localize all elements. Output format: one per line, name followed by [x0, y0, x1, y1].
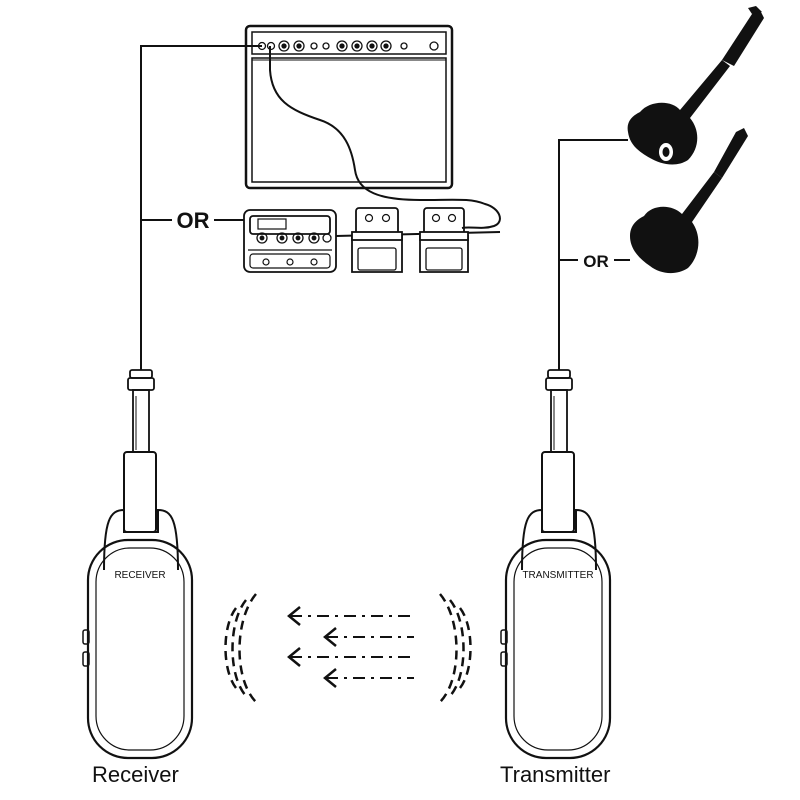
- transmitter-cable: [558, 139, 628, 370]
- signal-waves-icon: [439, 593, 472, 703]
- or-label-right: OR: [583, 252, 609, 271]
- transmitter-device-label: TRANSMITTER: [522, 570, 593, 581]
- multi-effects-pedal-icon: [243, 209, 337, 273]
- electric-guitar-icon: [630, 128, 748, 274]
- receiver-cable: [140, 45, 262, 370]
- amplifier-icon: [244, 24, 454, 190]
- receiver-device: [82, 369, 194, 760]
- signal-waves-icon: [224, 593, 257, 703]
- receiver-caption: Receiver: [92, 762, 179, 787]
- transmitter-caption: Transmitter: [500, 762, 611, 787]
- receiver-device-label: RECEIVER: [114, 570, 165, 581]
- transmitter-device: [500, 369, 612, 760]
- amp-to-pedal-cable: [269, 46, 501, 229]
- signal-arrows-icon: [287, 606, 414, 688]
- electric-guitar-icon: [627, 6, 764, 165]
- effects-pedal-icon: [351, 207, 403, 273]
- effects-pedal-icon: [419, 207, 469, 273]
- or-label-left: OR: [177, 208, 210, 233]
